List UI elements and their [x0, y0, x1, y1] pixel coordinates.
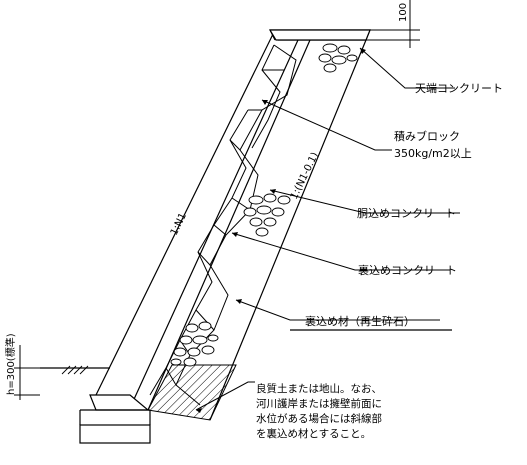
slope-front-label: 1:N1	[169, 211, 189, 237]
note-line-1: 良質土または地山。なお、	[256, 382, 382, 395]
leader-lines	[195, 47, 460, 411]
hatched-fill-area	[147, 364, 237, 421]
label-block-line1: 積みブロック	[394, 129, 460, 143]
note-line-2: 河川護岸または擁壁前面に	[256, 397, 382, 410]
height-dimension	[14, 345, 40, 400]
cobble-stones	[170, 43, 358, 367]
foundation	[40, 367, 151, 444]
label-backing-concrete: 裏込めコンクリート	[358, 263, 457, 277]
label-block-line2: 350kg/m2以上	[394, 147, 472, 160]
leader-arrows	[196, 48, 366, 413]
ground-mark	[61, 365, 89, 375]
note-line-4: を裏込め材とすること。	[256, 427, 371, 440]
slope-back-label: 1:(N1-0.1)	[289, 151, 321, 202]
dimension-top: 100	[398, 3, 409, 22]
crest-concrete	[268, 29, 371, 41]
label-crest-concrete: 天端コンクリート	[415, 82, 503, 95]
label-filling-concrete: 胴込めコンクリート	[357, 207, 456, 220]
top-dimension	[366, 0, 420, 48]
height-label: h=300(標準)	[4, 333, 17, 395]
wall-outline	[95, 29, 371, 421]
label-backfill: 裏込め材（再生砕石）	[305, 314, 415, 328]
note-line-3: 水位がある場合には斜線部	[256, 412, 382, 425]
